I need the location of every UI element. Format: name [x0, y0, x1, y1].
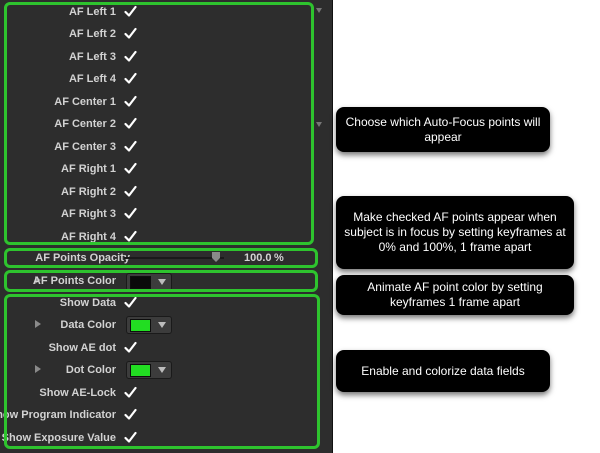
af-point-row: AF Center 2	[0, 114, 320, 136]
show-data-checkbox[interactable]	[124, 296, 138, 310]
af-point-checkbox[interactable]	[124, 230, 138, 244]
af-point-label: AF Center 1	[54, 95, 116, 108]
chevron-down-icon[interactable]	[158, 367, 166, 373]
af-point-checkbox[interactable]	[124, 72, 138, 86]
af-points-highlight	[4, 2, 314, 245]
af-point-row: AF Left 1	[0, 2, 320, 24]
opacity-slider[interactable]	[124, 252, 224, 262]
show-ae-lock-row: Show AE-Lock	[0, 383, 320, 405]
af-point-checkbox[interactable]	[124, 207, 138, 221]
af-point-row: AF Center 1	[0, 92, 320, 114]
opacity-callout: Make checked AF points appear when subje…	[336, 196, 574, 269]
af-point-checkbox[interactable]	[124, 140, 138, 154]
af-point-label: AF Right 1	[61, 163, 116, 176]
color-swatch	[130, 276, 151, 289]
data-color-row: Data Color	[0, 315, 320, 337]
show-ae-dot-checkbox[interactable]	[124, 341, 138, 355]
af-points-color-row: AF Points Color	[0, 271, 320, 293]
show-program-indicator-checkbox[interactable]	[124, 408, 138, 422]
af-point-checkbox[interactable]	[124, 50, 138, 64]
data-fields-highlight	[4, 294, 320, 449]
af-points-callout: Choose which Auto-Focus points will appe…	[336, 107, 550, 152]
chevron-down-icon[interactable]	[158, 322, 166, 328]
show-data-label: Show Data	[59, 297, 116, 309]
af-point-label: AF Left 4	[68, 73, 116, 86]
disclosure-triangle-icon[interactable]	[35, 320, 41, 328]
af-point-label: AF Center 2	[54, 118, 116, 131]
color-callout: Animate AF point color by setting keyfra…	[336, 275, 574, 315]
data-callout: Enable and colorize data fields	[336, 350, 550, 392]
af-point-checkbox[interactable]	[124, 27, 138, 41]
af-point-row: AF Left 4	[0, 69, 320, 91]
show-ae-dot-row: Show AE dot	[0, 338, 320, 360]
show-data-row: Show Data	[0, 293, 320, 315]
af-point-row: AF Left 2	[0, 24, 320, 46]
show-ae-lock-checkbox[interactable]	[124, 386, 138, 400]
af-point-checkbox[interactable]	[124, 185, 138, 199]
data-color-label: Data Color	[60, 319, 116, 331]
opacity-value[interactable]: 100.0	[244, 252, 272, 264]
show-exposure-value-label: Show Exposure Value	[1, 432, 116, 444]
show-exposure-value-checkbox[interactable]	[124, 431, 138, 445]
points-color-well[interactable]	[126, 273, 172, 291]
color-swatch	[130, 319, 151, 332]
af-points-opacity-row: AF Points Opacity 100.0 %	[0, 248, 320, 270]
af-point-label: AF Right 3	[61, 208, 116, 221]
af-point-row: AF Right 4	[0, 227, 320, 249]
dot-color-label: Dot Color	[65, 364, 116, 376]
af-point-label: AF Right 4	[61, 230, 116, 243]
chevron-down-icon[interactable]	[158, 279, 166, 285]
color-swatch	[130, 364, 151, 377]
af-point-label: AF Center 3	[54, 140, 116, 153]
show-ae-lock-label: Show AE-Lock	[39, 387, 116, 399]
scroll-arrow-icon[interactable]	[316, 8, 322, 13]
af-point-checkbox[interactable]	[124, 117, 138, 131]
inspector-panel: AF Left 1 AF Left 2 AF Left 3 AF Left 4 AF C…	[0, 0, 332, 453]
disclosure-triangle-icon[interactable]	[35, 365, 41, 373]
af-point-label: AF Left 2	[68, 28, 116, 41]
show-program-indicator-row: Show Program Indicator	[0, 405, 320, 427]
disclosure-triangle-icon[interactable]	[35, 276, 41, 284]
show-program-indicator-label: Show Program Indicator	[0, 409, 116, 421]
show-exposure-value-row: Show Exposure Value	[0, 428, 320, 450]
opacity-label: AF Points Opacity	[35, 252, 130, 264]
af-point-checkbox[interactable]	[124, 95, 138, 109]
af-point-label: AF Right 2	[61, 185, 116, 198]
opacity-unit: %	[274, 252, 284, 264]
af-point-checkbox[interactable]	[124, 162, 138, 176]
show-ae-dot-label: Show AE dot	[48, 342, 116, 354]
af-point-label: AF Left 1	[68, 6, 116, 18]
af-point-row: AF Left 3	[0, 47, 320, 69]
dot-color-well[interactable]	[126, 361, 172, 379]
af-point-row: AF Center 3	[0, 137, 320, 159]
data-color-well[interactable]	[126, 316, 172, 334]
af-point-label: AF Left 3	[68, 50, 116, 63]
scroll-arrow-icon[interactable]	[316, 122, 322, 127]
af-point-row: AF Right 3	[0, 204, 320, 226]
points-color-label: AF Points Color	[32, 275, 116, 287]
points-color-highlight	[4, 270, 318, 292]
dot-color-row: Dot Color	[0, 360, 320, 382]
af-point-checkbox[interactable]	[124, 5, 138, 19]
opacity-highlight	[4, 248, 318, 268]
af-point-row: AF Right 2	[0, 182, 320, 204]
af-point-row: AF Right 1	[0, 159, 320, 181]
opacity-slider-thumb[interactable]	[212, 252, 220, 262]
